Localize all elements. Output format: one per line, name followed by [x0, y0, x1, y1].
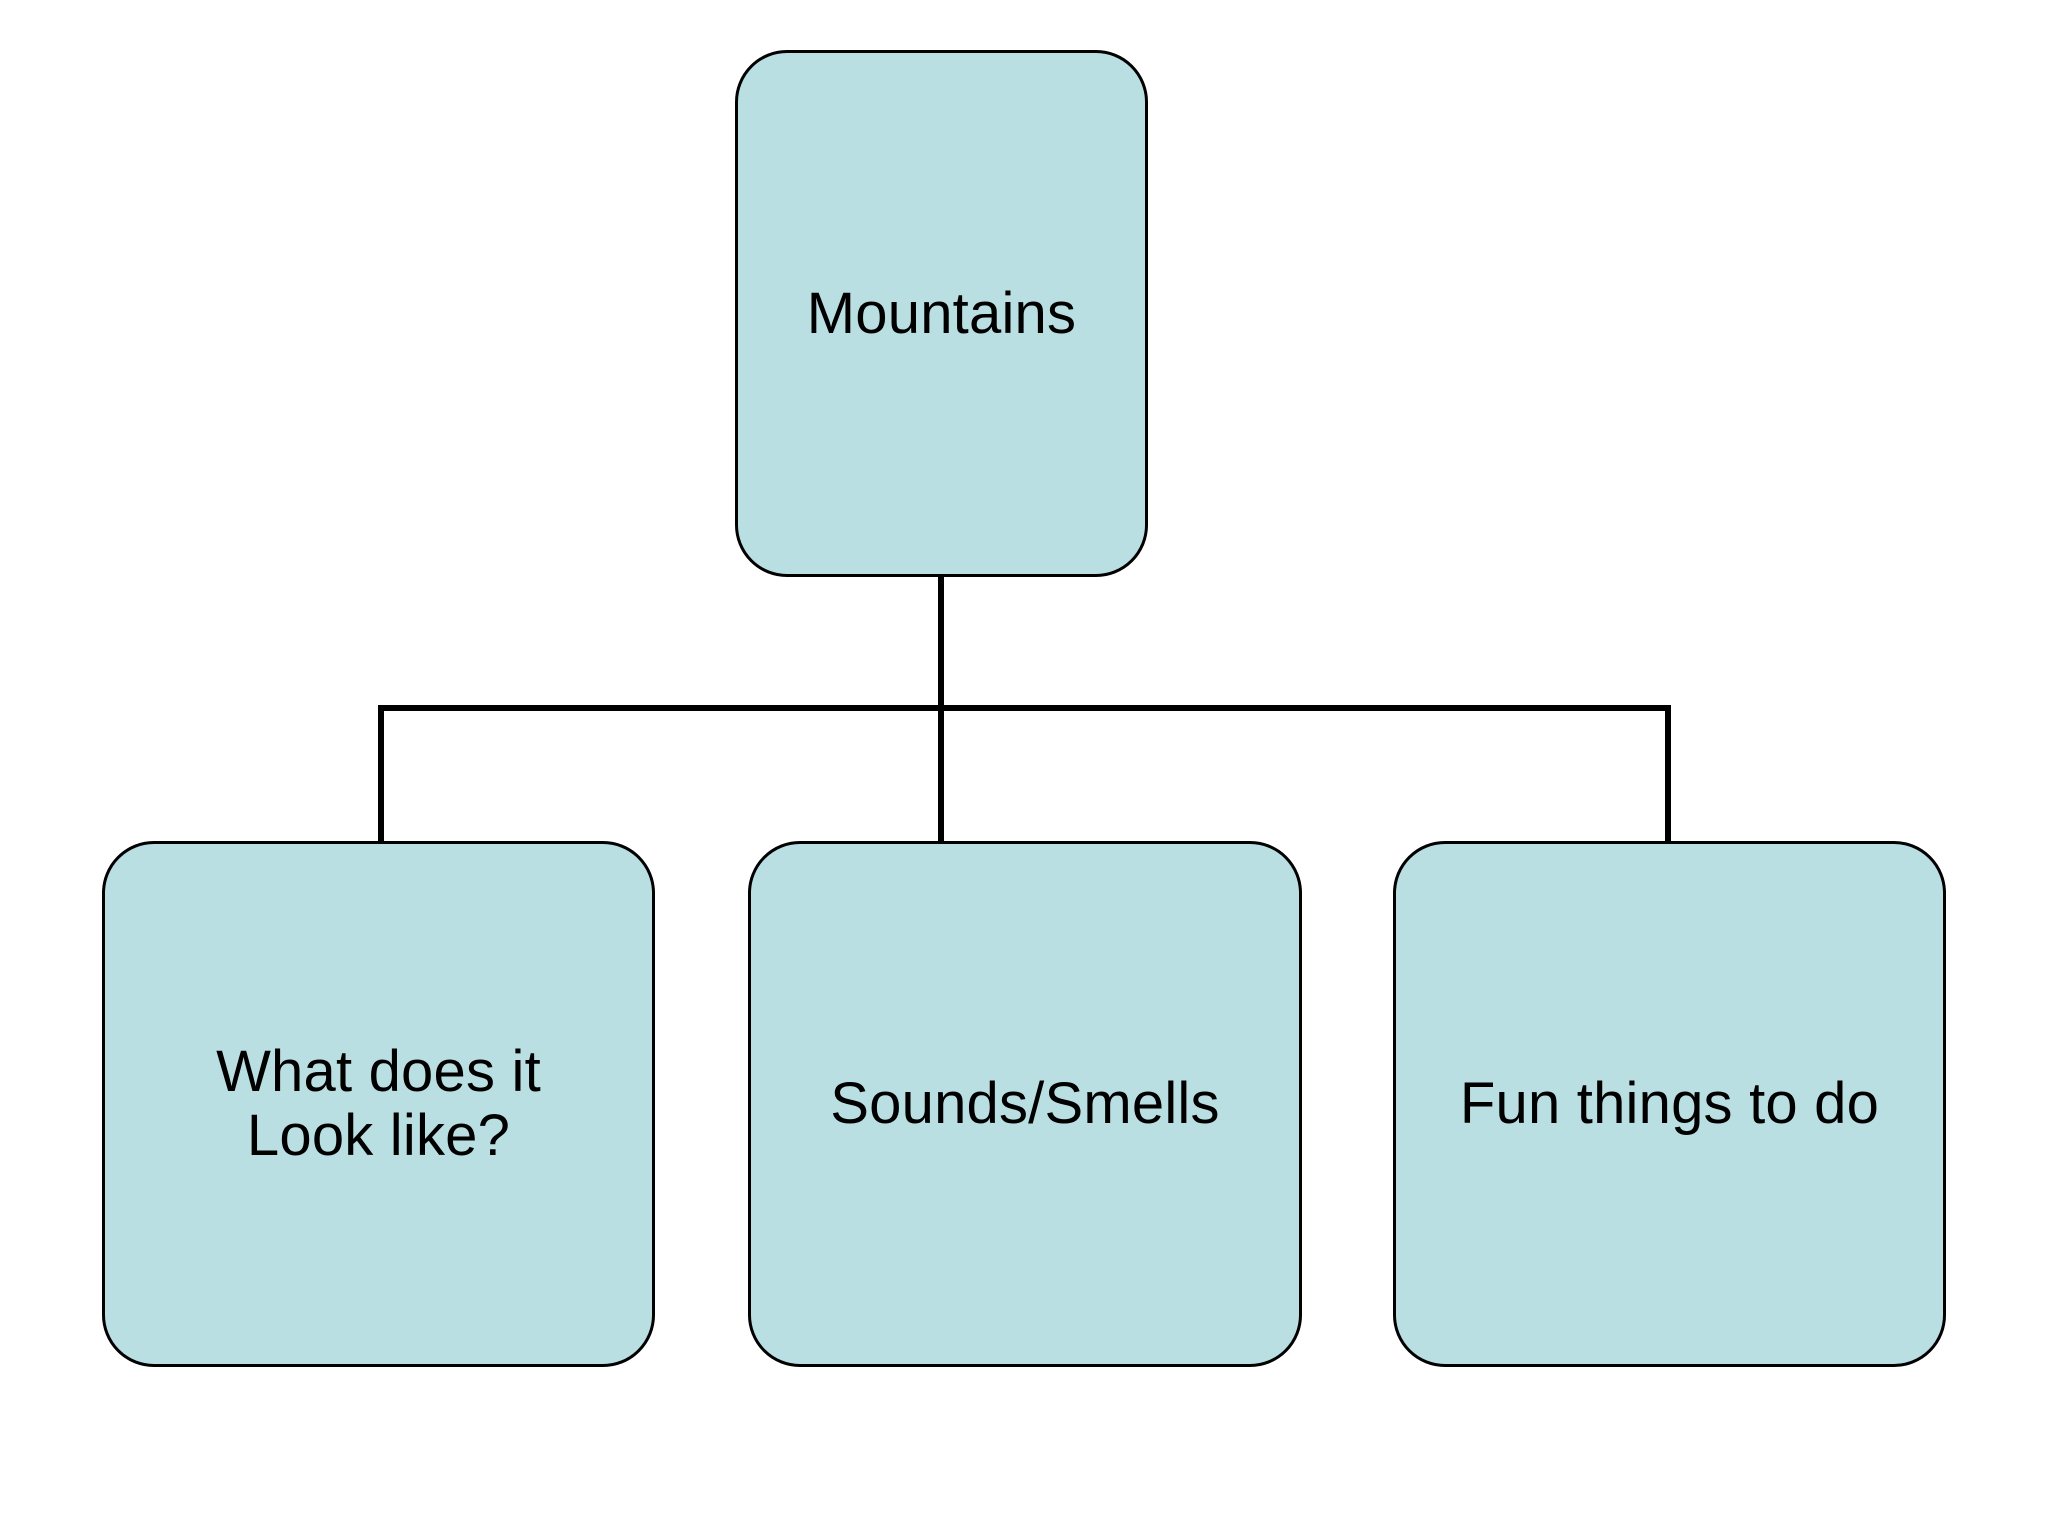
node-child-sounds-smells[interactable]: Sounds/Smells — [748, 841, 1302, 1367]
node-child-1-label: Sounds/Smells — [830, 1071, 1220, 1136]
node-root-mountains[interactable]: Mountains — [735, 50, 1148, 577]
node-child-0-label: What does it Look like? — [216, 1039, 541, 1168]
connector-horizontal-bar — [378, 705, 1671, 711]
connector-drop-child-1 — [938, 705, 944, 843]
connector-drop-child-0 — [378, 705, 384, 843]
node-child-fun-things-to-do[interactable]: Fun things to do — [1393, 841, 1946, 1367]
node-root-label: Mountains — [806, 280, 1077, 346]
node-child-what-does-it-look-like[interactable]: What does it Look like? — [102, 841, 655, 1367]
connector-drop-child-2 — [1665, 705, 1671, 843]
connector-root-stem — [938, 575, 944, 711]
node-child-2-label: Fun things to do — [1459, 1071, 1880, 1136]
